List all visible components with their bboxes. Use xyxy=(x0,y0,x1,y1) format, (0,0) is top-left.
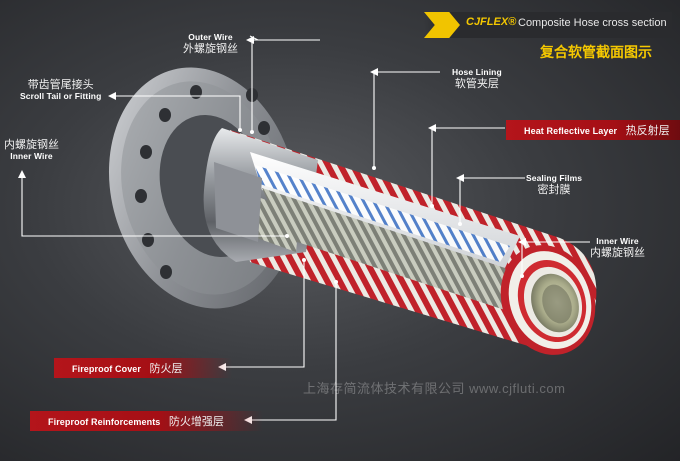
label-outer-wire: Outer Wire 外螺旋钢丝 xyxy=(183,32,238,55)
title-cn: 复合软管截面图示 xyxy=(540,44,652,60)
label-scroll-tail: 带齿管尾接头 Scroll Tail or Fitting xyxy=(20,79,101,101)
hose-end xyxy=(500,245,596,355)
label-fireproof-reinforcements-cn: 防火增强层 xyxy=(168,416,224,428)
watermark: 上海存简流体技术有限公司 www.cjfluti.com xyxy=(303,381,566,396)
label-sealing-films: Sealing Films 密封膜 xyxy=(526,173,583,196)
label-fireproof-cover: Fireproof Cover 防火层 xyxy=(54,358,232,378)
leader-end-dots xyxy=(238,128,524,284)
label-fireproof-reinforcements-en: Fireproof Reinforcements xyxy=(48,417,161,427)
label-scroll-tail-cn: 带齿管尾接头 xyxy=(27,79,94,91)
label-sealing-films-en: Sealing Films xyxy=(526,173,583,183)
brand-logo: CJFLEX® xyxy=(466,16,517,28)
label-outer-wire-cn: 外螺旋钢丝 xyxy=(183,42,238,55)
label-inner-wire-left: 内螺旋钢丝 Inner Wire xyxy=(4,139,59,161)
label-sealing-films-cn: 密封膜 xyxy=(537,183,571,196)
label-hose-lining-cn: 软管夹层 xyxy=(454,77,499,90)
label-fireproof-reinforcements: Fireproof Reinforcements 防火增强层 xyxy=(30,411,263,431)
label-heat-reflective: Heat Reflective Layer 热反射层 xyxy=(506,120,680,140)
label-inner-wire-left-en: Inner Wire xyxy=(10,150,53,161)
title-banner xyxy=(424,12,672,38)
label-inner-wire-right-cn: 内螺旋钢丝 xyxy=(590,246,645,259)
hose-body xyxy=(203,128,597,352)
title-subtitle: Composite Hose cross section xyxy=(518,17,667,29)
label-inner-wire-right-en: Inner Wire xyxy=(596,236,639,246)
label-hose-lining: Hose Lining 软管夹层 xyxy=(452,67,502,90)
leader-lines xyxy=(21,35,590,421)
label-inner-wire-right: Inner Wire 内螺旋钢丝 xyxy=(590,236,645,259)
label-heat-reflective-en: Heat Reflective Layer xyxy=(524,126,618,136)
label-hose-lining-en: Hose Lining xyxy=(452,67,502,77)
label-heat-reflective-cn: 热反射层 xyxy=(625,125,670,137)
label-outer-wire-en: Outer Wire xyxy=(188,32,233,42)
label-inner-wire-left-cn: 内螺旋钢丝 xyxy=(4,139,59,151)
label-scroll-tail-en: Scroll Tail or Fitting xyxy=(20,90,102,101)
label-fireproof-cover-cn: 防火层 xyxy=(149,363,183,375)
label-fireproof-cover-en: Fireproof Cover xyxy=(72,364,142,374)
